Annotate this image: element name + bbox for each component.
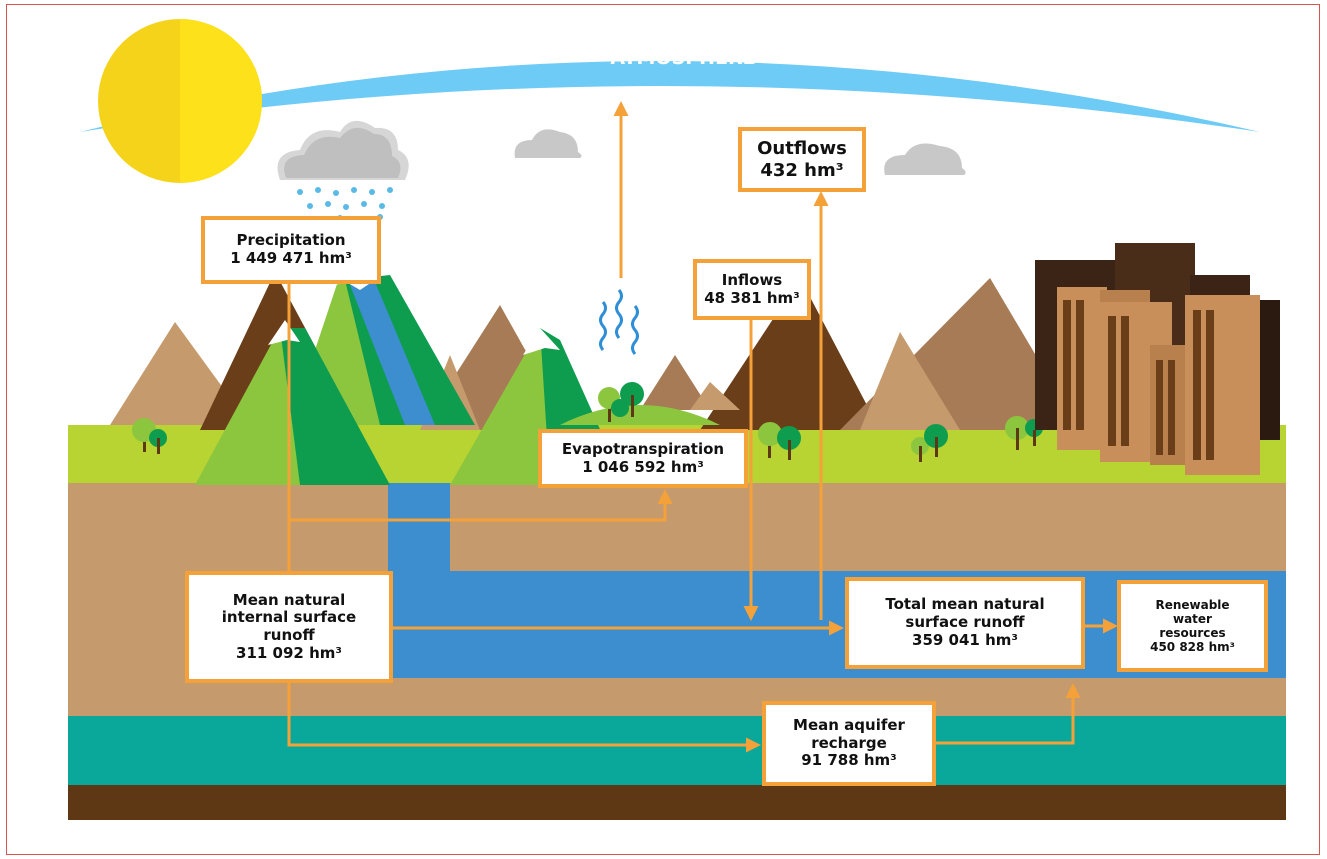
evapotranspiration-box: Evapotranspiration 1 046 592 hm³ (538, 429, 748, 488)
total-runoff-line2: surface runoff (905, 613, 1025, 632)
flow-arrows (287, 101, 1118, 753)
precipitation-label: Precipitation (236, 231, 346, 250)
internal-runoff-line2: internal surface (221, 608, 357, 627)
mountains (110, 268, 1080, 485)
inflows-value: 48 381 hm³ (704, 288, 800, 307)
rain-cloud-icon (277, 120, 409, 223)
total-runoff-box: Total mean natural surface runoff 359 04… (845, 577, 1085, 669)
renewable-value: 450 828 hm³ (1150, 640, 1235, 655)
renewable-line3: resources (1159, 626, 1226, 640)
aquifer-recharge-box: Mean aquifer recharge 91 788 hm³ (762, 701, 936, 786)
aquifer-line1: Mean aquifer (793, 715, 905, 734)
small-cloud-icon (514, 129, 582, 158)
outflows-label: Outflows (757, 138, 847, 160)
aquifer-line2: recharge (811, 733, 887, 752)
inflows-label: Inflows (721, 270, 783, 289)
precipitation-value: 1 449 471 hm³ (230, 249, 352, 267)
renewable-line1: Renewable (1155, 597, 1230, 612)
total-runoff-value: 359 041 hm³ (912, 630, 1018, 649)
atmosphere-band: ATMOSPHERE (80, 47, 1260, 132)
atmosphere-label: ATMOSPHERE (610, 47, 755, 69)
outflows-value: 432 hm³ (760, 159, 844, 181)
bedrock-layer (68, 784, 1286, 820)
inflows-box: Inflows 48 381 hm³ (693, 259, 811, 320)
aquifer-layer (68, 715, 1286, 785)
internal-runoff-value: 311 092 hm³ (236, 643, 342, 662)
total-runoff-line1: Total mean natural (885, 595, 1045, 614)
aquifer-value: 91 788 hm³ (801, 751, 897, 770)
evapotranspiration-value: 1 046 592 hm³ (582, 457, 704, 476)
city-buildings (1035, 243, 1280, 475)
internal-runoff-line3: runoff (263, 626, 315, 644)
sun-icon (98, 19, 262, 183)
internal-runoff-line1: Mean natural (232, 590, 346, 609)
trees (132, 382, 1043, 462)
renewable-resources-box: Renewable water resources 450 828 hm³ (1117, 580, 1268, 672)
small-cloud-icon (884, 143, 966, 175)
evapotranspiration-label: Evapotranspiration (561, 439, 725, 458)
diagram-frame (6, 4, 1320, 855)
evaporation-icon (599, 289, 639, 355)
renewable-line2: water (1173, 611, 1212, 626)
internal-runoff-box: Mean natural internal surface runoff 311… (185, 571, 393, 683)
outflows-box: Outflows 432 hm³ (738, 127, 866, 192)
precipitation-box: Precipitation 1 449 471 hm³ (201, 216, 381, 284)
